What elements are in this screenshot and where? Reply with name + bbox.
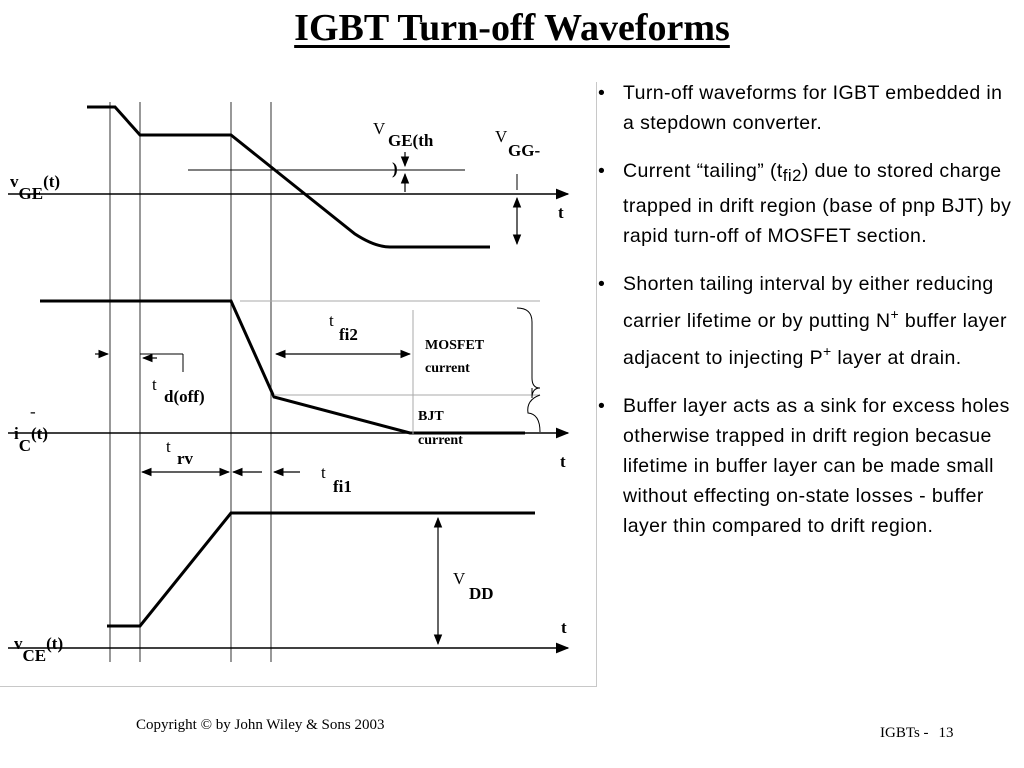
footer-copyright: Copyright © by John Wiley & Sons 2003 — [136, 717, 385, 733]
ic-waveform — [8, 299, 570, 477]
footer-page-number: 13 — [938, 725, 954, 741]
vce-waveform — [8, 511, 570, 654]
vge-trace — [87, 105, 490, 249]
slide-title: IGBT Turn-off Waveforms — [0, 6, 1024, 50]
bjt-label-line2: current — [418, 433, 463, 448]
bullet-item: Current “tailing” (tfi2) due to stored c… — [596, 156, 1016, 251]
vgg-label: VGG- — [495, 127, 540, 160]
bullet-subscript: fi2 — [782, 166, 802, 185]
vdd-label: VDD — [453, 569, 494, 603]
footer-section: IGBTs - — [880, 725, 929, 741]
bullet-text: ) due to stored charge trapped in drift … — [623, 160, 1012, 247]
footer-page-label: IGBTs - 13 — [880, 725, 954, 742]
trv-label: trv — [166, 437, 194, 468]
bullet-text: Current “tailing” (t — [623, 160, 783, 182]
slide-title-text: IGBT Turn-off Waveforms — [294, 7, 730, 49]
stray-mark: - — [30, 402, 36, 421]
bjt-brace — [527, 394, 541, 433]
vge-th-label-cont: ) — [392, 159, 398, 178]
bullet-superscript: + — [823, 343, 832, 359]
vge-th-label: VGE(th — [373, 119, 434, 150]
bullet-text: Shorten tailing interval by either reduc… — [623, 273, 994, 332]
tfi2-label: tfi2 — [329, 311, 358, 344]
mosfet-label-line2: current — [425, 361, 470, 376]
tdoff-label: td(off) — [152, 375, 205, 406]
bullet-text: Turn-off waveforms for IGBT embedded in … — [623, 82, 1003, 134]
ic-label: iC(t) — [14, 424, 48, 455]
bullet-list: Turn-off waveforms for IGBT embedded in … — [596, 78, 1016, 559]
bullet-text: buffer layer adjacent to injecting P — [623, 310, 1007, 369]
bullet-text: layer at drain. — [831, 347, 962, 369]
bullet-text: Buffer layer acts as a sink for excess h… — [623, 395, 1010, 537]
vce-label: vCE(t) — [14, 634, 63, 665]
vge-waveform — [8, 105, 570, 249]
tfi1-label: tfi1 — [321, 463, 352, 496]
vge-label: vGE(t) — [10, 172, 60, 203]
waveform-diagram: vGE(t) VGE(th ) VGG- t tfi2 MOSFET curre… — [0, 82, 597, 687]
vge-t-label: t — [558, 203, 564, 222]
bjt-label-line1: BJT — [418, 409, 444, 424]
time-markers — [109, 102, 272, 662]
ic-trace — [40, 299, 525, 435]
mosfet-label-line1: MOSFET — [425, 338, 485, 353]
vce-t-label: t — [561, 618, 567, 637]
bullet-superscript: + — [890, 306, 900, 322]
ic-t-label: t — [560, 452, 566, 471]
bullet-item: Buffer layer acts as a sink for excess h… — [596, 391, 1016, 541]
waveform-svg: vGE(t) VGE(th ) VGG- t tfi2 MOSFET curre… — [8, 102, 570, 665]
bullet-item: Shorten tailing interval by either reduc… — [596, 269, 1016, 373]
mosfet-brace — [516, 307, 541, 399]
bullet-item: Turn-off waveforms for IGBT embedded in … — [596, 78, 1016, 138]
vce-trace — [107, 511, 535, 628]
